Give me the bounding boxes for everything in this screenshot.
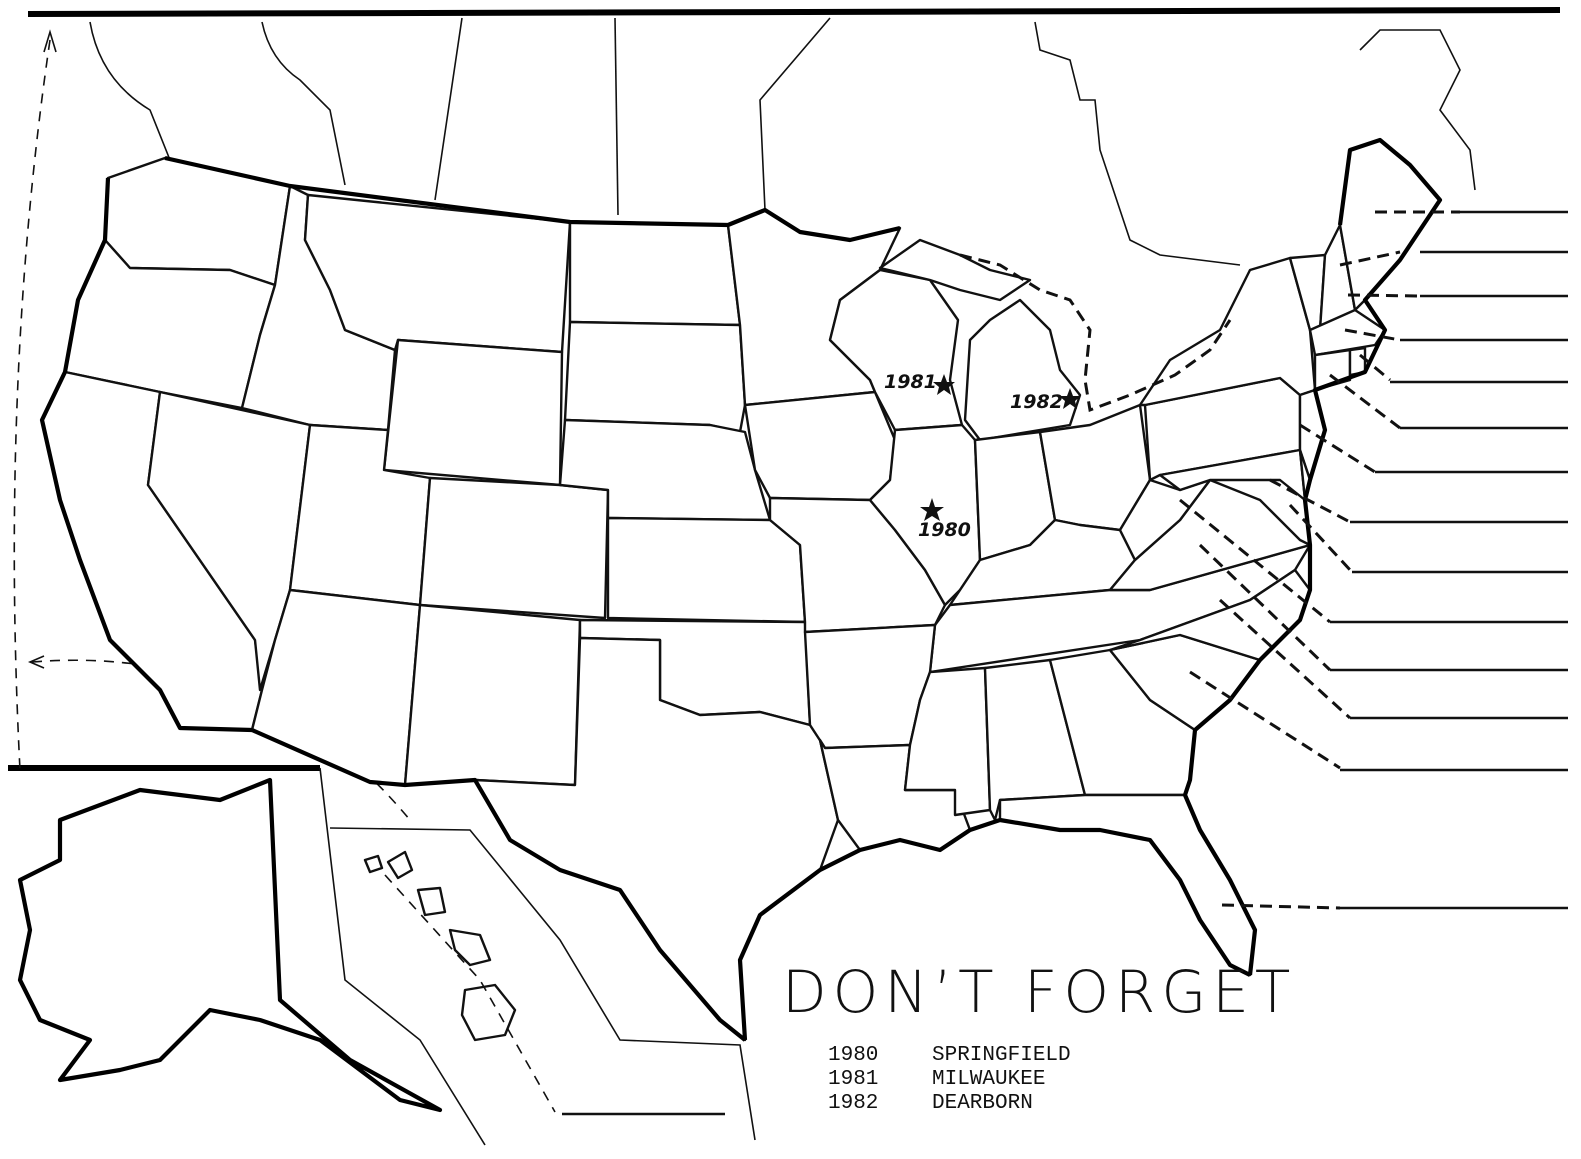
michigan-up [878,238,1032,302]
illinois [868,423,982,607]
meeting-city: MILWAUKEE [932,1068,1046,1091]
kansas [606,516,807,624]
north-dakota [568,220,742,327]
answer-lines [1179,210,1568,910]
molokai [448,928,492,967]
reminder-title: DON’T FORGET [782,958,1297,1026]
meeting-list: 1980 SPRINGFIELD 1981 MILWAUKEE 1982 DEA… [828,1044,1071,1116]
meeting-year: 1982 [828,1092,879,1115]
arrow-left-icon [27,655,45,669]
washington [103,156,292,287]
hawaii-inset [329,827,756,1141]
canada-boundaries [89,17,1476,266]
pacific-arc [13,39,51,771]
maui [416,886,447,917]
meeting-city: DEARBORN [932,1092,1033,1115]
midwest-states [726,208,1312,674]
south-dakota [563,320,747,434]
montana [303,193,572,354]
top-border [27,7,1561,17]
meeting-city: SPRINGFIELD [932,1044,1071,1067]
arrow-up-icon [43,29,57,53]
meeting-row: 1982 DEARBORN [828,1092,1071,1116]
great-lakes-boundaries [959,253,1232,413]
big-island [460,983,517,1042]
hawaii-leader-dash [384,874,556,1113]
star-icon [1059,388,1081,409]
marker-1981-label: 1981 [884,371,937,393]
oahu [386,850,414,880]
hawaii-arc [31,659,411,821]
star-icon [933,374,955,395]
marker-1980-label: 1980 [918,519,971,541]
kauai [363,854,384,874]
hawaii-frame [329,827,756,1141]
iowa [743,390,897,502]
meeting-row: 1981 MILWAUKEE [828,1068,1071,1092]
gulf-coast [737,817,1251,1041]
canada-border [164,155,901,243]
meeting-year: 1981 [828,1068,879,1091]
meeting-markers: 1980 1981 1982 [884,371,1081,541]
meeting-row: 1980 SPRINGFIELD [828,1044,1071,1068]
colorado [418,476,610,620]
west-coast [39,177,253,733]
mexico-border [251,728,747,1042]
tennessee [928,543,1312,674]
star-icon [920,498,944,521]
wyoming [382,338,564,487]
new-york [1138,256,1317,407]
new-mexico [403,603,582,787]
marker-1982-label: 1982 [1010,391,1063,413]
alaska-inset [17,767,486,1146]
michigan [963,298,1082,442]
alaska [17,777,443,1113]
western-states [40,156,610,787]
meeting-year: 1980 [828,1044,879,1067]
northeast-states [1138,138,1442,502]
alaska-frame [319,767,486,1146]
